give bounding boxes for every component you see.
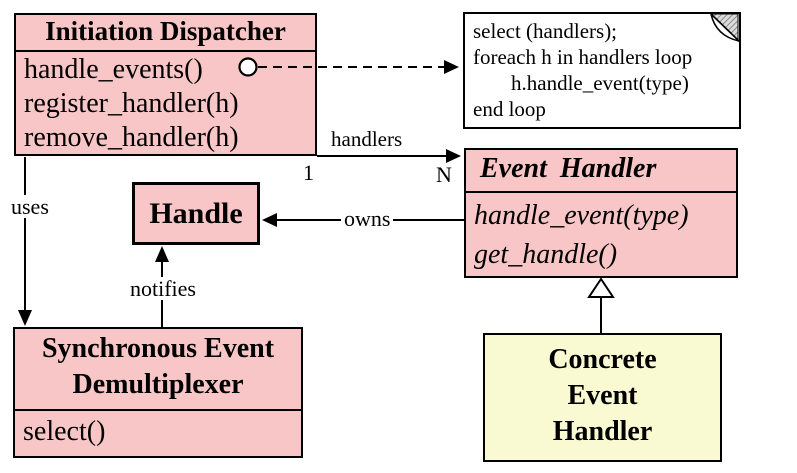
generalization-arrow (587, 277, 615, 334)
method-get-handle: get_handle() (474, 239, 618, 270)
class-event-handler: Event Handler handle_event(type) get_han… (464, 148, 738, 278)
note-line-4: end loop (473, 97, 546, 121)
notifies-label: notifies (127, 277, 199, 300)
note-line-3: h.handle_event(type) (511, 71, 689, 95)
class-concrete-event-handler: Concrete Event Handler (483, 333, 722, 462)
handlers-label: handlers (331, 127, 403, 151)
concrete-handler-title-line-1: Concrete (548, 344, 657, 375)
handlers-arrow (317, 149, 461, 163)
demultiplexer-title-line-1: Synchronous Event (41, 333, 275, 364)
class-handle: Handle (132, 182, 260, 245)
concrete-handler-title-line-2: Event (567, 380, 638, 411)
uses-label: uses (8, 195, 52, 218)
method-handle-event: handle_event(type) (474, 200, 689, 231)
pseudocode-note: select (handlers); foreach h in handlers… (463, 12, 741, 129)
event-handler-title: Event Handler (466, 150, 736, 193)
owns-label: owns (341, 207, 394, 230)
demultiplexer-title-line-2: Demultiplexer (72, 369, 244, 400)
method-select: select() (23, 416, 106, 447)
note-line-2: foreach h in handlers loop (473, 45, 693, 69)
note-line-1: select (handlers); (473, 19, 618, 43)
uses-arrow (18, 157, 32, 326)
method-remove-handler: remove_handler(h) (24, 122, 239, 153)
method-register-handler: register_handler(h) (24, 88, 239, 119)
multiplicity-n-label: N (436, 162, 452, 187)
initiation-dispatcher-title: Initiation Dispatcher (16, 15, 315, 52)
method-handle-events: handle_events() (24, 54, 203, 85)
class-initiation-dispatcher: Initiation Dispatcher handle_events() re… (14, 13, 317, 156)
multiplicity-one-label: 1 (303, 160, 314, 185)
concrete-handler-title-line-3: Handler (552, 416, 653, 447)
class-synchronous-event-demultiplexer: Synchronous Event Demultiplexer select() (13, 327, 303, 458)
handle-title: Handle (149, 196, 243, 230)
